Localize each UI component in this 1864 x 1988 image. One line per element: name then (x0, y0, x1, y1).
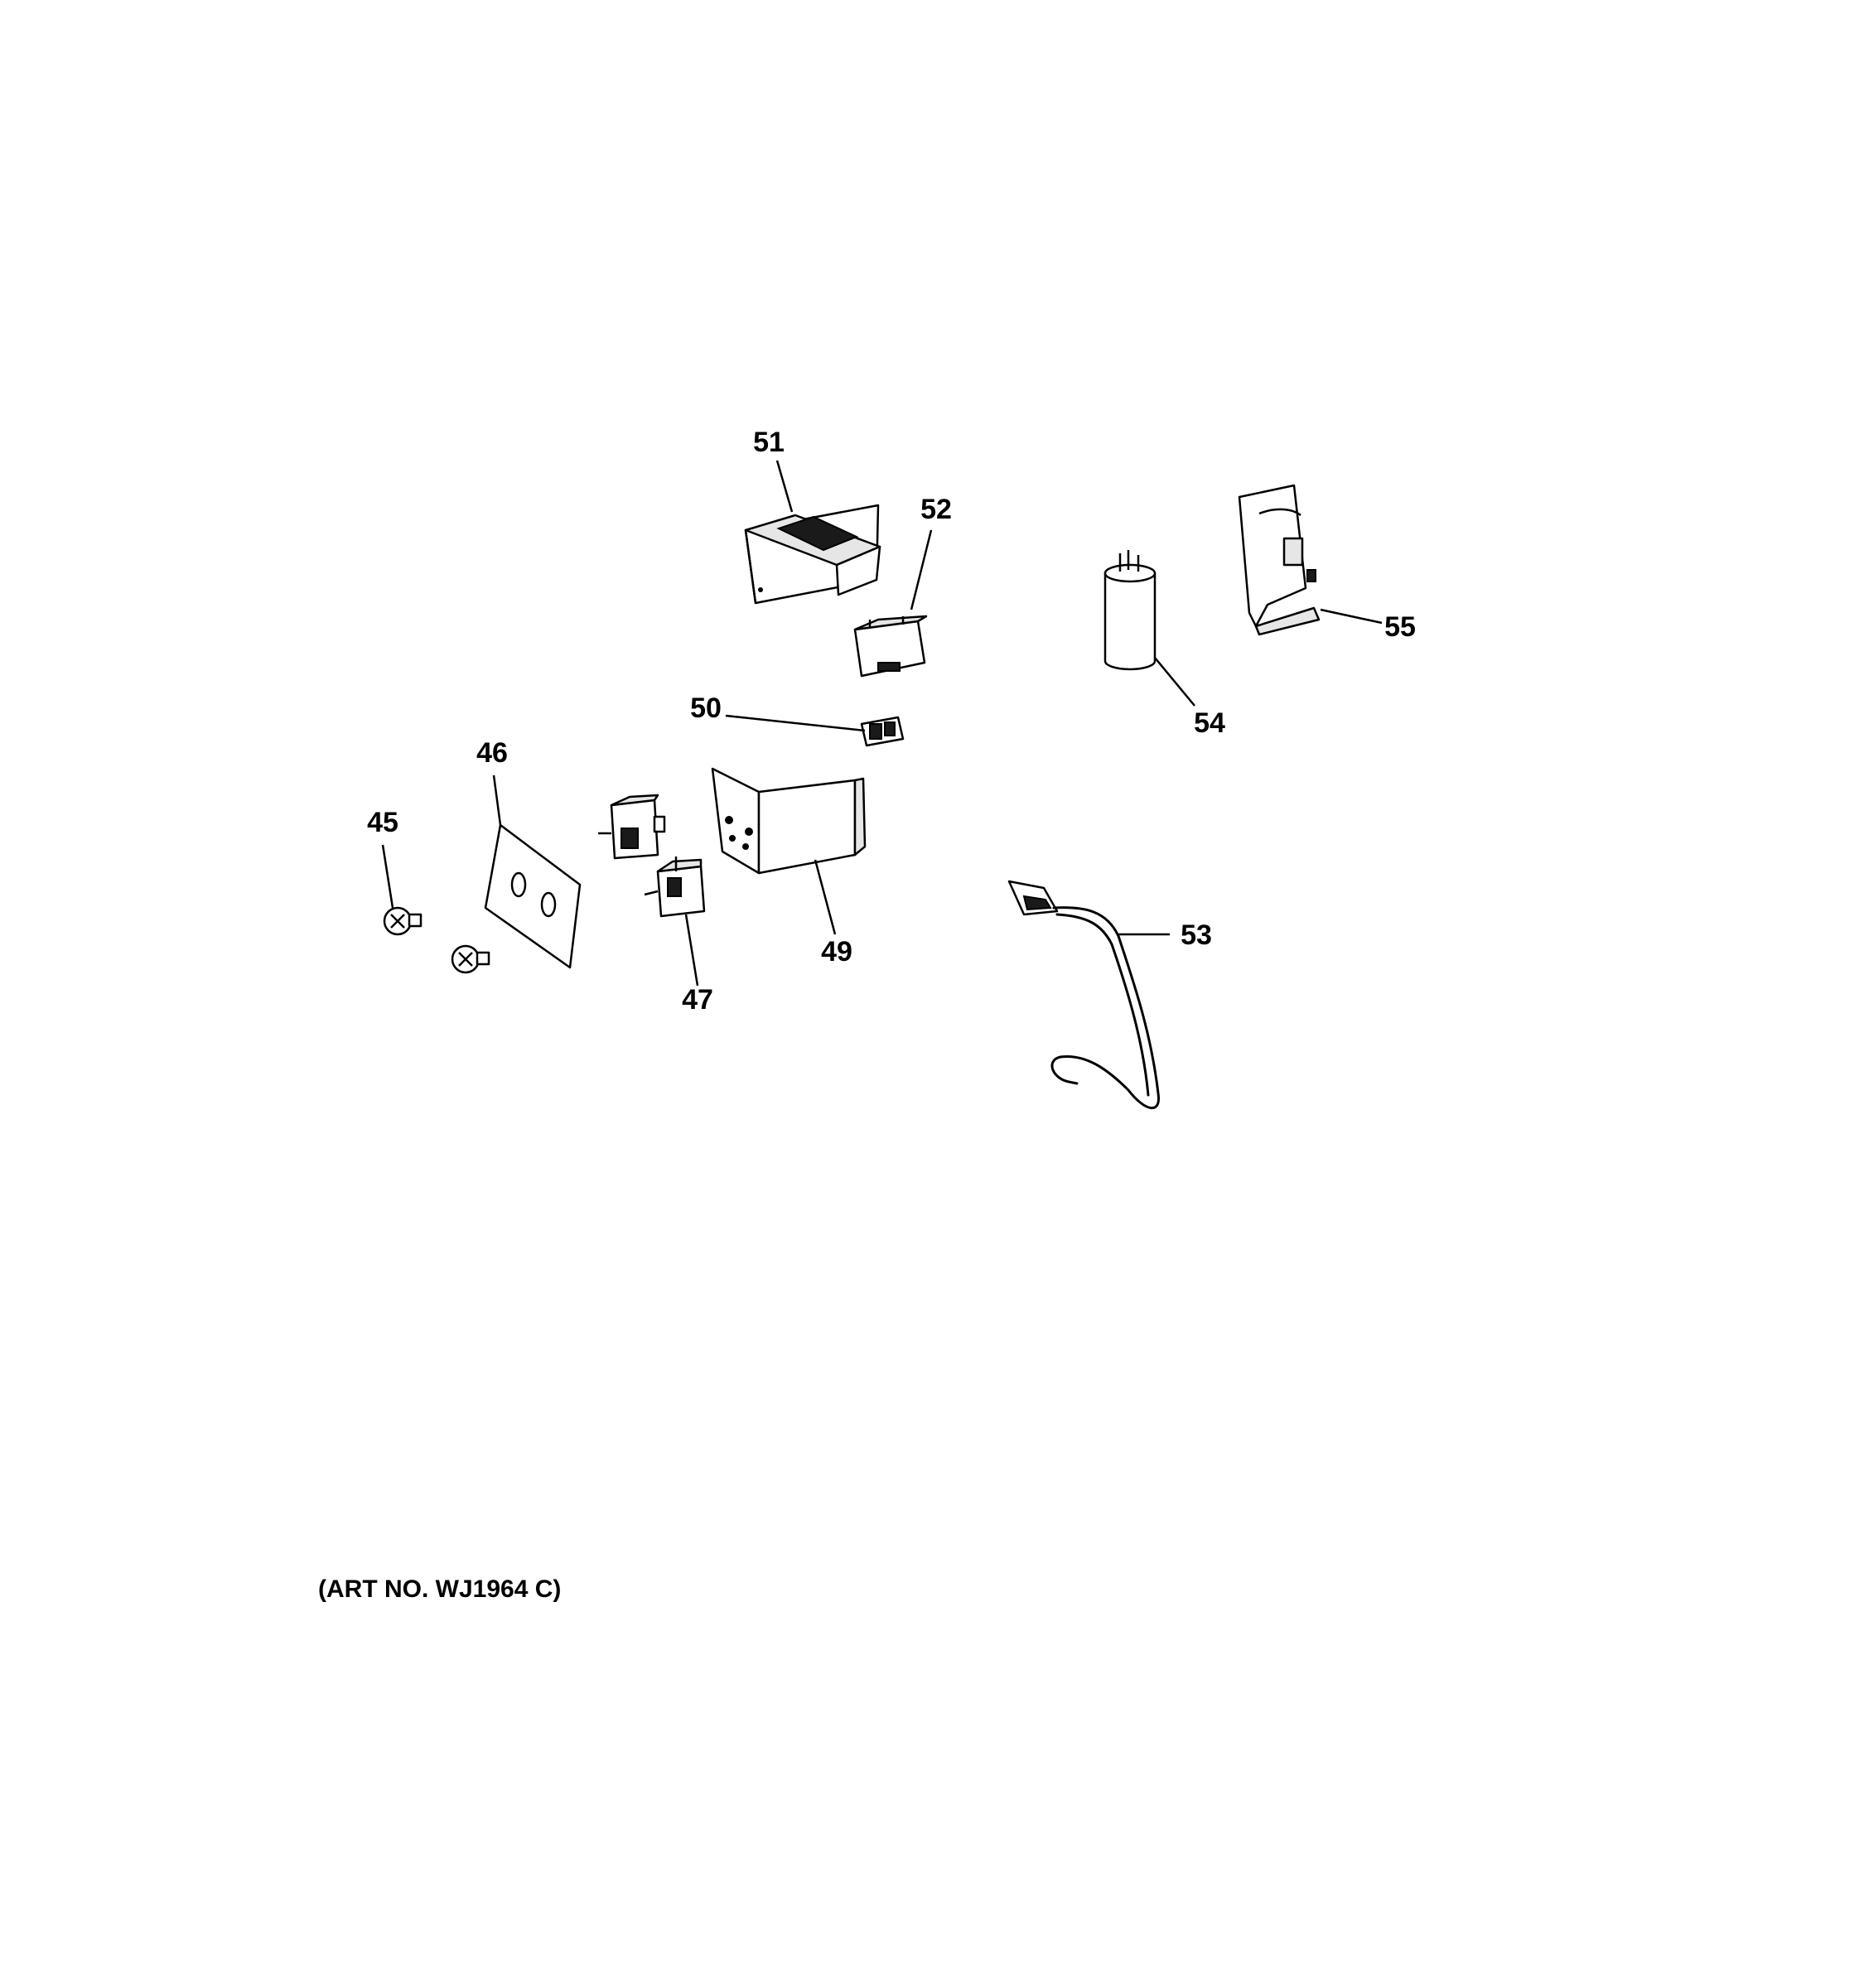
callout-45: 45 (367, 807, 398, 838)
leader-55 (1320, 608, 1383, 625)
part-45-knob (383, 906, 423, 936)
leader-52 (910, 529, 933, 610)
part-52-relay (853, 615, 928, 678)
part-46-panel (484, 823, 582, 969)
leader-54 (1154, 657, 1195, 707)
leader-45 (381, 844, 394, 909)
callout-54: 54 (1194, 707, 1225, 739)
callout-53: 53 (1181, 919, 1212, 951)
leader-51 (775, 460, 794, 513)
callout-47: 47 (682, 984, 713, 1016)
leader-50 (725, 714, 866, 732)
part-45-knob-second (451, 944, 490, 974)
callout-49: 49 (821, 936, 852, 967)
part-54-capacitor (1103, 550, 1157, 671)
part-47-switch (644, 856, 706, 918)
leader-47 (684, 914, 699, 987)
callout-50: 50 (690, 692, 722, 724)
callout-52: 52 (920, 494, 952, 525)
part-55-bracket (1238, 484, 1321, 636)
part-50-switch (860, 716, 905, 747)
part-49-control-bracket (711, 767, 867, 875)
callout-55: 55 (1384, 611, 1416, 643)
art-number: (ART NO. WJ1964 C) (318, 1575, 561, 1603)
callout-51: 51 (753, 427, 785, 458)
callout-46: 46 (476, 737, 508, 769)
rotary-switch (598, 794, 666, 860)
leader-46 (492, 774, 502, 826)
part-53-power-cord (1007, 880, 1160, 1110)
leader-49 (814, 859, 837, 935)
part-51-control-board (744, 504, 881, 605)
